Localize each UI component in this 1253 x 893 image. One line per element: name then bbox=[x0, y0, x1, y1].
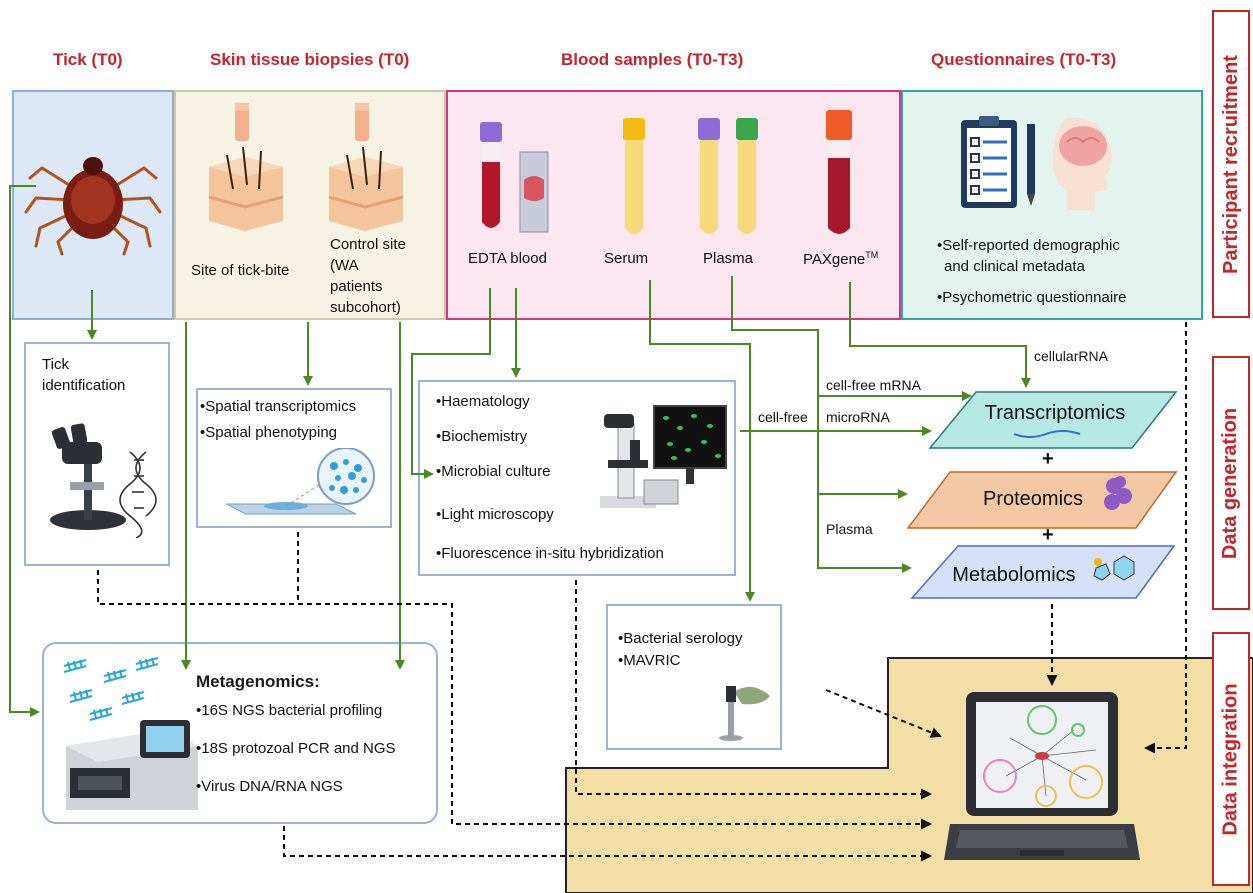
questionnaire-item-2: and clinical metadata bbox=[944, 258, 1085, 275]
dna-fragments-icon bbox=[63, 657, 159, 721]
metabolomics-label: Metabolomics bbox=[952, 563, 1076, 586]
pen-icon bbox=[1027, 124, 1035, 206]
tick-identification-label-2: identification bbox=[42, 377, 126, 394]
plasma-tube-green-icon bbox=[736, 118, 758, 234]
questionnaire-item-3: •Psychometric questionnaire bbox=[937, 289, 1127, 306]
questionnaire-panel bbox=[901, 90, 1203, 320]
flow-label-microrna: microRNA bbox=[826, 409, 890, 425]
header-tick: Tick (T0) bbox=[53, 50, 123, 69]
stereo-microscope-icon bbox=[50, 423, 157, 538]
skin-control-site-label-2: (WA bbox=[330, 257, 359, 274]
lab-item-biochemistry: •Biochemistry bbox=[436, 428, 528, 445]
plasma-tube-purple-icon bbox=[698, 118, 720, 234]
header-blood: Blood samples (T0-T3) bbox=[561, 50, 744, 69]
header-questionnaires: Questionnaires (T0-T3) bbox=[931, 50, 1117, 69]
human-brain-head-icon bbox=[1052, 117, 1112, 210]
blood-paxgene-label: PAXgeneTM bbox=[803, 250, 879, 268]
header-skin: Skin tissue biopsies (T0) bbox=[210, 50, 410, 69]
laptop-network-icon bbox=[944, 692, 1140, 860]
flow-label-cell-free-mrna: cell-free mRNA bbox=[826, 377, 921, 393]
skin-control-site-label-1: Control site bbox=[330, 236, 406, 253]
spatial-item-2: •Spatial phenotyping bbox=[200, 424, 338, 441]
flow-label-plasma: Plasma bbox=[826, 521, 873, 537]
lab-item-light-microscopy: •Light microscopy bbox=[436, 506, 554, 523]
monitor-fluorescence-icon bbox=[653, 405, 727, 484]
skin-site-tick-bite-label: Site of tick-bite bbox=[191, 262, 290, 279]
metagenomics-title: Metagenomics: bbox=[196, 672, 320, 691]
side-label-integration: Data integration bbox=[1212, 632, 1250, 886]
spatial-item-1: •Spatial transcriptomics bbox=[200, 398, 357, 415]
sequencer-icon bbox=[66, 720, 198, 810]
questionnaire-illustration bbox=[961, 116, 1112, 210]
skin-biopsy-tick-site-icon bbox=[208, 103, 284, 231]
plus-sign-1: + bbox=[1042, 448, 1054, 470]
serum-tube-icon bbox=[623, 118, 645, 234]
serology-item-2: •MAVRIC bbox=[618, 652, 681, 669]
fluorescence-microscope-icon bbox=[600, 405, 727, 508]
metabolomics-shape bbox=[910, 545, 1176, 599]
side-label-generation: Data generation bbox=[1212, 356, 1250, 610]
metagenomics-item-2: •18S protozoal PCR and NGS bbox=[196, 740, 396, 757]
blood-edta-label: EDTA blood bbox=[468, 250, 547, 267]
metagenomics-item-1: •16S NGS bacterial profiling bbox=[196, 702, 383, 719]
lab-item-microbial-culture: •Microbial culture bbox=[436, 463, 551, 480]
blood-tubes-illustration bbox=[480, 110, 852, 234]
metagenomics-item-3: •Virus DNA/RNA NGS bbox=[196, 778, 343, 795]
blood-smear-slide-icon bbox=[519, 151, 549, 233]
blood-plasma-label: Plasma bbox=[703, 250, 754, 267]
serology-box bbox=[606, 604, 782, 750]
questionnaire-item-1: •Self-reported demographic bbox=[937, 237, 1120, 254]
skin-control-site-label-3: patients bbox=[330, 278, 383, 295]
plus-sign-2: + bbox=[1042, 524, 1054, 546]
flow-label-cell-free: cell-free bbox=[758, 409, 808, 425]
edta-tube-icon bbox=[480, 122, 502, 228]
blood-serum-label: Serum bbox=[604, 250, 649, 267]
metabolite-icon bbox=[1093, 555, 1135, 581]
skin-control-site-label-4: subcohort) bbox=[330, 299, 401, 316]
skin-biopsy-control-site-icon bbox=[328, 103, 404, 231]
side-label-recruitment: Participant recruitment bbox=[1212, 10, 1250, 318]
dna-helix-icon bbox=[119, 451, 157, 538]
serology-device-icon bbox=[719, 686, 770, 741]
clipboard-checklist-icon bbox=[961, 116, 1017, 208]
flow-label-cellular-rna: cellularRNA bbox=[1034, 348, 1108, 364]
lab-item-fish: •Fluorescence in-situ hybridization bbox=[436, 545, 664, 562]
transcriptomics-shape bbox=[928, 391, 1178, 449]
tick-identification-label-1: Tick bbox=[42, 356, 69, 373]
serology-item-1: •Bacterial serology bbox=[618, 630, 743, 647]
proteomics-label: Proteomics bbox=[982, 487, 1084, 510]
protein-icon bbox=[1104, 476, 1132, 510]
lab-item-haematology: •Haematology bbox=[436, 393, 530, 410]
paxgene-tube-icon bbox=[826, 110, 852, 234]
tick-icon bbox=[24, 157, 162, 256]
tissue-slide-icon bbox=[226, 448, 375, 515]
transcriptomics-label: Transcriptomics bbox=[984, 401, 1126, 424]
